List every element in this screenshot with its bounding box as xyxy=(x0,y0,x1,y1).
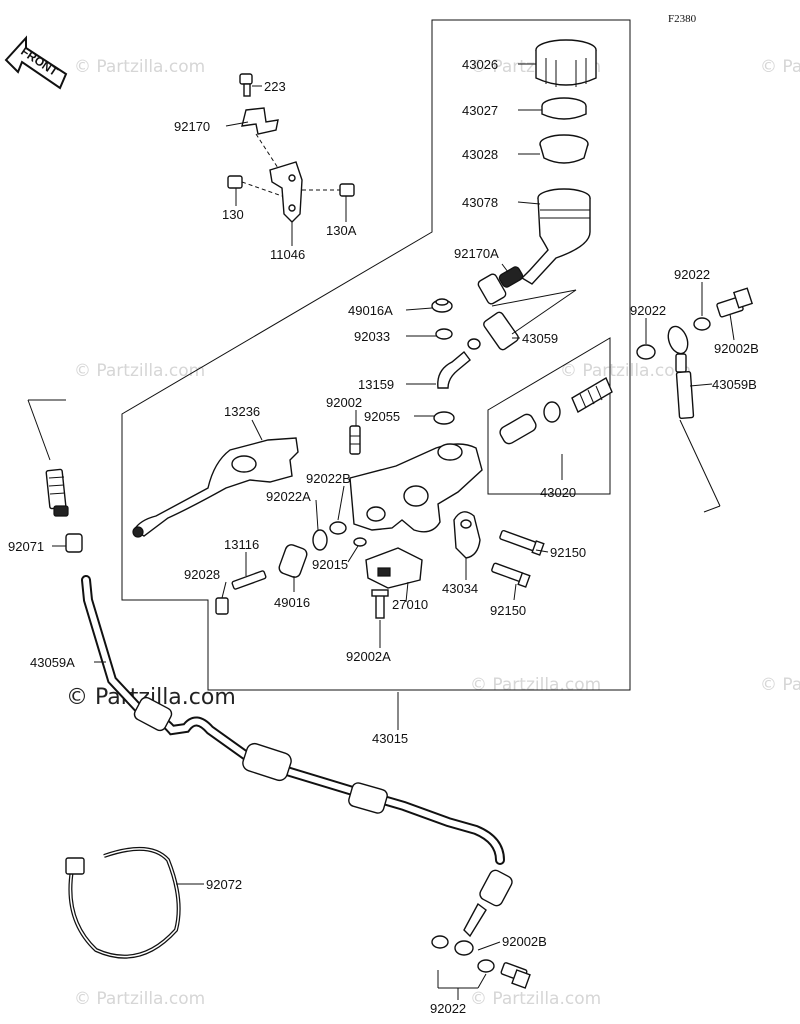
push-rod xyxy=(231,570,267,590)
part-label-92002A: 92002A xyxy=(346,649,391,664)
hose-fitting xyxy=(437,338,481,389)
part-label-11046: 11046 xyxy=(270,247,305,262)
piston-kit xyxy=(499,376,613,445)
nut xyxy=(353,537,367,547)
diaphragm xyxy=(539,134,589,164)
part-label-43059: 43059 xyxy=(522,331,558,346)
part-label-49016: 49016 xyxy=(274,595,310,610)
leader xyxy=(27,399,51,461)
watermark: © Partzilla.com xyxy=(760,57,800,77)
part-labels: 43026 43027 43028 43078 92170A 49016A 92… xyxy=(8,57,759,1016)
o-ring xyxy=(435,328,453,340)
part-label-27010: 27010 xyxy=(392,597,428,612)
part-label-92022: 92022 xyxy=(674,267,710,282)
part-label-43015: 43015 xyxy=(372,731,408,746)
leader xyxy=(679,419,721,507)
part-label-130: 130 xyxy=(222,207,244,222)
washer xyxy=(329,521,347,535)
washer xyxy=(477,959,495,973)
part-label-92002: 92002 xyxy=(326,395,362,410)
washer xyxy=(636,344,656,360)
part-label-92170A: 92170A xyxy=(454,246,499,261)
brake-switch xyxy=(365,547,423,589)
part-label-92022A: 92022A xyxy=(266,489,311,504)
part-label-49016A: 49016A xyxy=(348,303,393,318)
part-label-13236: 13236 xyxy=(224,404,260,419)
reservoir xyxy=(520,188,591,285)
part-label-92028: 92028 xyxy=(184,567,220,582)
reservoir-cap xyxy=(535,39,597,87)
part-label-223: 223 xyxy=(264,79,286,94)
part-label-92072: 92072 xyxy=(206,877,242,892)
packing xyxy=(433,411,455,425)
assembly-outline xyxy=(121,19,631,691)
part-label-13116: 13116 xyxy=(224,537,259,552)
clamp-bolt xyxy=(491,562,531,588)
part-label-13159: 13159 xyxy=(358,377,394,392)
part-label-43059B: 43059B xyxy=(712,377,757,392)
banjo-bolt-right xyxy=(716,287,754,318)
watermark-layer: © Partzilla.com © Partzilla.com © Partzi… xyxy=(66,57,800,1009)
cable-band xyxy=(65,846,181,959)
master-cylinder-body xyxy=(349,443,483,533)
part-label-43028: 43028 xyxy=(462,147,498,162)
brake-hose-lower xyxy=(454,869,513,956)
part-label-43027: 43027 xyxy=(462,103,498,118)
part-label-43026: 43026 xyxy=(462,57,498,72)
leader-lines xyxy=(52,63,735,1000)
watermark: © Partzilla.com xyxy=(74,361,205,381)
front-arrow-icon: FRONT xyxy=(4,35,68,90)
washer xyxy=(693,317,711,331)
watermark: © Partzilla.com xyxy=(760,675,800,695)
switch-screw xyxy=(371,589,389,619)
part-label-92033: 92033 xyxy=(354,329,390,344)
watermark: © Partzilla.com xyxy=(470,675,601,695)
cap xyxy=(65,533,83,553)
part-label-92022: 92022 xyxy=(630,303,666,318)
watermark: © Partzilla.com xyxy=(560,361,691,381)
watermark: © Partzilla.com xyxy=(74,57,205,77)
part-label-92002B: 92002B xyxy=(714,341,759,356)
leader xyxy=(491,289,577,307)
part-label-92150: 92150 xyxy=(550,545,586,560)
watermark: © Partzilla.com xyxy=(470,989,601,1009)
part-label-92002B: 92002B xyxy=(502,934,547,949)
part-label-92015: 92015 xyxy=(312,557,348,572)
reservoir-hose xyxy=(477,273,519,351)
part-label-92022: 92022 xyxy=(430,1001,466,1016)
part-label-92055: 92055 xyxy=(364,409,400,424)
banjo-bolt-left xyxy=(45,468,69,517)
part-label-43059A: 43059A xyxy=(30,655,75,670)
piston-kit-outline xyxy=(487,337,611,495)
brake-hose-upper xyxy=(81,575,505,865)
brake-hose-right xyxy=(667,325,695,419)
part-label-43020: 43020 xyxy=(540,485,576,500)
part-label-92170: 92170 xyxy=(174,119,210,134)
handlebar-clamp xyxy=(453,511,481,559)
washer xyxy=(431,935,449,949)
part-label-92150: 92150 xyxy=(490,603,526,618)
leader xyxy=(511,289,577,335)
watermark: © Partzilla.com xyxy=(74,989,205,1009)
pivot-pin xyxy=(349,425,361,455)
brake-lever xyxy=(132,437,299,538)
diaphragm-plate xyxy=(541,97,587,120)
part-label-43034: 43034 xyxy=(442,581,478,596)
push-rod-boot xyxy=(278,544,308,578)
part-label-92071: 92071 xyxy=(8,539,44,554)
collar xyxy=(215,597,229,615)
part-label-130A: 130A xyxy=(326,223,357,238)
part-label-92022B: 92022B xyxy=(306,471,351,486)
figure-code: F2380 xyxy=(668,13,697,25)
grommet xyxy=(431,298,453,313)
clamp-bolt xyxy=(499,529,545,556)
part-label-43078: 43078 xyxy=(462,195,498,210)
leader xyxy=(703,505,721,513)
mirror-bracket xyxy=(227,73,355,223)
banjo-bolt-lower xyxy=(500,962,531,989)
washer xyxy=(312,529,328,551)
